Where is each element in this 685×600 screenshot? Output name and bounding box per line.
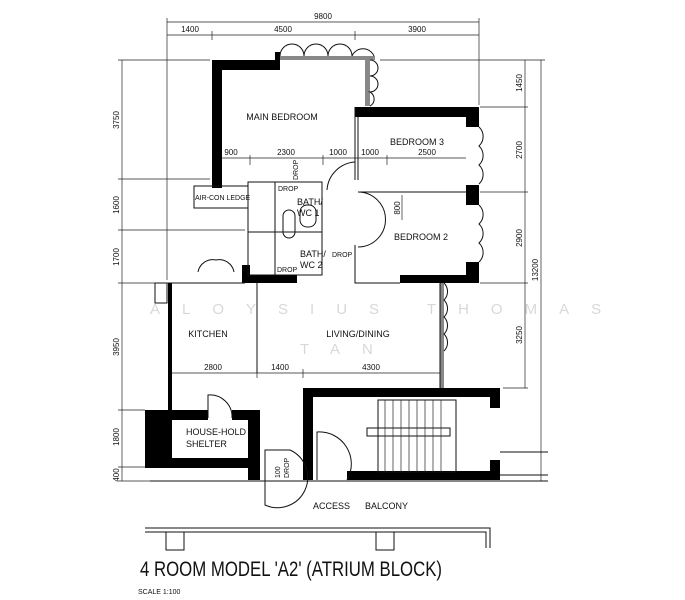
dim-lower-1: 2800 bbox=[204, 363, 222, 372]
drawing-scale: SCALE 1:100 bbox=[138, 589, 181, 596]
label-bath1-line1: BATH/ bbox=[297, 197, 323, 207]
label-living-dining: LIVING/DINING bbox=[326, 329, 390, 339]
dim-right-total: 13200 bbox=[531, 258, 540, 281]
label-shelter-line2: SHELTER bbox=[186, 439, 227, 449]
right-dimensions: 1450 2700 2900 3250 13200 bbox=[380, 59, 545, 481]
dim-inner-5: 2500 bbox=[418, 148, 436, 157]
balcony-railing bbox=[145, 451, 548, 551]
dim-inner-1: 900 bbox=[224, 148, 238, 157]
label-drop-3: DROP bbox=[332, 252, 353, 259]
dim-top-3: 3900 bbox=[408, 25, 426, 34]
label-kitchen: KITCHEN bbox=[188, 329, 228, 339]
dim-right-4: 3250 bbox=[515, 326, 524, 344]
label-bedroom-2: BEDROOM 2 bbox=[394, 232, 448, 242]
left-dimensions: 3750 1600 1700 3950 1800 400 bbox=[112, 59, 245, 482]
dim-left-4: 3950 bbox=[112, 338, 121, 356]
label-drop-1: DROP bbox=[278, 186, 299, 193]
dim-left-3: 1700 bbox=[112, 248, 121, 266]
label-bath2-line1: BATH/ bbox=[300, 249, 326, 259]
doors-windows bbox=[197, 43, 484, 509]
dim-right-3: 2900 bbox=[515, 229, 524, 247]
dim-right-2: 2700 bbox=[515, 141, 524, 159]
label-main-bedroom: MAIN BEDROOM bbox=[246, 112, 318, 122]
inner-dimensions: 900 2300 1000 1000 2500 2800 1400 4300 8… bbox=[168, 148, 466, 378]
top-dimensions: 9800 1400 4500 3900 bbox=[166, 12, 480, 280]
dim-niche: 800 bbox=[393, 201, 402, 215]
label-shelter-line1: HOUSE-HOLD bbox=[186, 427, 247, 437]
dim-lower-3: 4300 bbox=[362, 363, 380, 372]
dim-lower-2: 1400 bbox=[271, 363, 289, 372]
label-drop-4: DROP bbox=[277, 267, 298, 274]
label-aircon-ledge: AIR-CON LEDGE bbox=[195, 195, 251, 202]
dim-top-1: 1400 bbox=[181, 25, 199, 34]
label-bath2-line2: WC 2 bbox=[300, 260, 323, 270]
partitions bbox=[154, 107, 466, 388]
label-bath1-line2: WC 1 bbox=[297, 208, 320, 218]
watermark-line2: TAN bbox=[300, 341, 395, 358]
dim-left-6: 400 bbox=[112, 468, 121, 482]
label-access: ACCESS bbox=[313, 501, 350, 511]
dim-total-width: 9800 bbox=[314, 12, 332, 21]
label-drop-2: DROP bbox=[293, 159, 300, 180]
label-balcony: BALCONY bbox=[365, 501, 408, 511]
walls bbox=[145, 52, 500, 480]
dim-left-5: 1800 bbox=[112, 428, 121, 446]
dim-door-gap: 100 bbox=[275, 466, 282, 478]
dim-inner-2: 2300 bbox=[277, 148, 295, 157]
watermark-line1: ALOYSIUS THOMAS bbox=[150, 301, 623, 318]
dim-top-2: 4500 bbox=[274, 25, 292, 34]
dim-left-2: 1600 bbox=[112, 196, 121, 214]
dim-inner-3: 1000 bbox=[329, 148, 347, 157]
label-bedroom-3: BEDROOM 3 bbox=[390, 137, 444, 147]
dim-right-1: 1450 bbox=[515, 74, 524, 92]
dim-left-1: 3750 bbox=[112, 111, 121, 129]
drawing-title: 4 ROOM MODEL 'A2' (ATRIUM BLOCK) bbox=[140, 558, 442, 581]
label-drop-5: DROP bbox=[284, 457, 291, 478]
staircase bbox=[366, 399, 457, 473]
dim-inner-4: 1000 bbox=[361, 148, 379, 157]
